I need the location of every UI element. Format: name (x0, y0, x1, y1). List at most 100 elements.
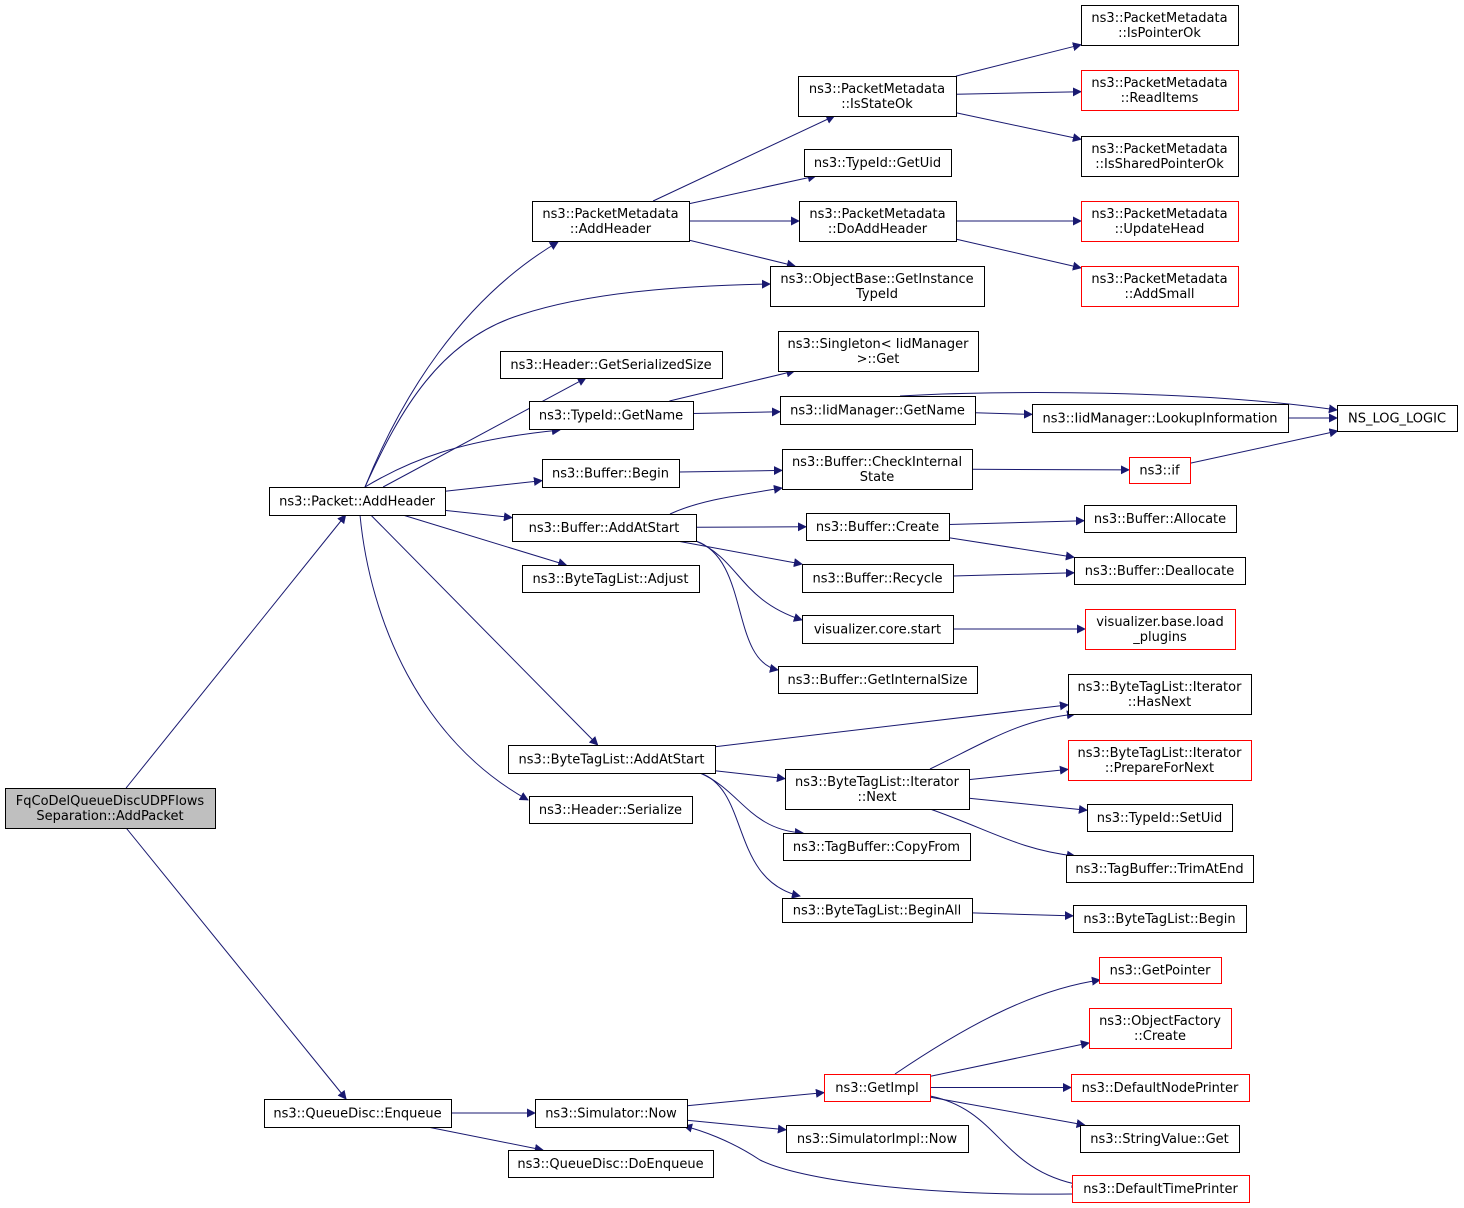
node-label: ns3::Buffer::CheckInternal (792, 455, 962, 470)
node-pm-doaddheader[interactable]: ns3::PacketMetadata::DoAddHeader (799, 201, 957, 242)
node-iid-getname[interactable]: ns3::IidManager::GetName (780, 396, 976, 425)
node-box (1074, 557, 1246, 585)
node-label: FqCoDelQueueDiscUDPFlows (16, 794, 205, 809)
edge-buf_create-to-buf_deallocate (948, 537, 1075, 561)
edge-typeid_getname-to-iid_getname (692, 407, 781, 417)
node-label: ns3::PacketMetadata (809, 207, 945, 222)
node-pm-ispointerok[interactable]: ns3::PacketMetadata::IsPointerOk (1081, 5, 1239, 46)
node-label: ns3::SimulatorImpl::Now (797, 1132, 958, 1147)
node-typeid-getname[interactable]: ns3::TypeId::GetName (529, 401, 694, 430)
node-btl-addatstart[interactable]: ns3::ByteTagList::AddAtStart (508, 745, 716, 774)
node-box (1129, 457, 1191, 484)
node-sim-now[interactable]: ns3::Simulator::Now (535, 1099, 688, 1128)
node-pkt-addheader[interactable]: ns3::Packet::AddHeader (269, 487, 446, 516)
node-buf-addatstart[interactable]: ns3::Buffer::AddAtStart (512, 514, 697, 542)
node-label: ns3::Header::GetSerializedSize (510, 358, 711, 373)
edge-btli_next-to-btli_preparefornext (968, 765, 1069, 781)
node-box (782, 898, 973, 923)
node-btl-beginall[interactable]: ns3::ByteTagList::BeginAll (782, 898, 973, 923)
node-btli-hasnext[interactable]: ns3::ByteTagList::Iterator::HasNext (1068, 674, 1252, 715)
edge-getimpl-to-getpointer (894, 976, 1101, 1075)
node-simimpl-now[interactable]: ns3::SimulatorImpl::Now (786, 1125, 969, 1153)
edge-buf_begin-to-buf_checkinternal (678, 466, 783, 476)
node-box (802, 564, 954, 593)
node-objfactory-create[interactable]: ns3::ObjectFactory::Create (1089, 1008, 1232, 1049)
node-label: ns3::TypeId::GetUid (814, 156, 941, 171)
node-getimpl[interactable]: ns3::GetImpl (824, 1074, 931, 1102)
node-btli-next[interactable]: ns3::ByteTagList::Iterator::Next (785, 769, 970, 810)
edge-pm_isstateok-to-pm_issharedpointerok (955, 112, 1082, 143)
node-buf-deallocate[interactable]: ns3::Buffer::Deallocate (1074, 557, 1246, 585)
node-pm-isstateok[interactable]: ns3::PacketMetadata::IsStateOk (798, 76, 957, 117)
node-label: ns3::if (1139, 464, 1180, 479)
edge-ns3_if-to-ns_log_logic (1189, 428, 1339, 464)
node-viz-core-start[interactable]: visualizer.core.start (802, 615, 954, 644)
edge-pkt_addheader-to-typeid_getname (364, 426, 561, 488)
node-label: NS_LOG_LOGIC (1348, 412, 1446, 427)
node-label: State (860, 470, 894, 485)
node-label: ns3::DefaultTimePrinter (1083, 1182, 1238, 1197)
node-pm-addsmall[interactable]: ns3::PacketMetadata::AddSmall (1081, 266, 1239, 307)
edge-typeid_getname-to-singleton_get (669, 368, 796, 402)
edge-pkt_addheader-to-ob_getinstancetypeid (364, 279, 771, 488)
edge-buf_addatstart-to-buf_checkinternal (669, 484, 783, 515)
node-buf-recycle[interactable]: ns3::Buffer::Recycle (802, 564, 954, 593)
node-qd-enqueue[interactable]: ns3::QueueDisc::Enqueue (264, 1099, 452, 1128)
node-btl-begin[interactable]: ns3::ByteTagList::Begin (1073, 905, 1247, 933)
node-qd-doenqueue[interactable]: ns3::QueueDisc::DoEnqueue (508, 1150, 714, 1178)
node-typeid-setuid[interactable]: ns3::TypeId::SetUid (1087, 804, 1233, 832)
node-iid-lookupinfo[interactable]: ns3::IidManager::LookupInformation (1032, 404, 1289, 433)
node-pm-updatehead[interactable]: ns3::PacketMetadata::UpdateHead (1081, 201, 1239, 242)
node-tb-trimatend[interactable]: ns3::TagBuffer::TrimAtEnd (1066, 855, 1254, 883)
edge-defaulttimeprinter-to-sim_now (683, 1123, 1073, 1195)
node-typeid-getuid[interactable]: ns3::TypeId::GetUid (804, 149, 952, 177)
edge-btli_next-to-tb_trimatend (929, 808, 1076, 860)
node-buf-allocate[interactable]: ns3::Buffer::Allocate (1084, 505, 1237, 533)
node-label: ns3::Buffer::Allocate (1094, 512, 1226, 527)
node-label: visualizer.base.load (1096, 615, 1224, 630)
node-box (1085, 609, 1236, 650)
edge-btl_addatstart-to-btl_beginall (699, 772, 801, 899)
node-pm-readitems[interactable]: ns3::PacketMetadata::ReadItems (1081, 70, 1239, 111)
node-viz-base-loadplugins[interactable]: visualizer.base.load_plugins (1085, 609, 1236, 650)
node-label: ns3::TypeId::GetName (539, 409, 683, 424)
node-label: ns3::PacketMetadata (809, 82, 945, 97)
node-btl-adjust[interactable]: ns3::ByteTagList::Adjust (522, 565, 700, 593)
node-label: ::Next (857, 790, 896, 805)
node-buf-create[interactable]: ns3::Buffer::Create (806, 513, 950, 541)
edge-pm_isstateok-to-pm_ispointerok (955, 42, 1082, 77)
node-box (529, 401, 694, 430)
node-tb-copyfrom[interactable]: ns3::TagBuffer::CopyFrom (783, 833, 971, 861)
node-stringvalue-get[interactable]: ns3::StringValue::Get (1080, 1125, 1240, 1153)
node-singleton-get[interactable]: ns3::Singleton< IidManager>::Get (778, 331, 979, 372)
node-pm-issharedpointerok[interactable]: ns3::PacketMetadata::IsSharedPointerOk (1081, 136, 1239, 177)
node-getpointer[interactable]: ns3::GetPointer (1099, 957, 1222, 984)
node-label: ns3::ByteTagList::AddAtStart (519, 753, 705, 768)
edge-getimpl-to-defaulttimeprinter (929, 1095, 1081, 1188)
node-box (532, 201, 690, 242)
node-box (512, 514, 697, 542)
node-box (508, 1150, 714, 1178)
node-defaulttimeprinter[interactable]: ns3::DefaultTimePrinter (1072, 1175, 1250, 1203)
node-label: TypeId (855, 287, 898, 302)
node-ns-log-logic[interactable]: NS_LOG_LOGIC (1337, 405, 1458, 432)
node-label: ns3::Buffer::Deallocate (1085, 564, 1234, 579)
node-defaultnodeprinter[interactable]: ns3::DefaultNodePrinter (1071, 1074, 1250, 1102)
node-buf-begin[interactable]: ns3::Buffer::Begin (542, 459, 680, 488)
node-hdr-serialize[interactable]: ns3::Header::Serialize (529, 796, 693, 824)
node-box (804, 149, 952, 177)
edge-iid_getname-to-ns_log_logic (899, 392, 1338, 414)
edge-sim_now-to-simimpl_now (686, 1119, 787, 1134)
node-root[interactable]: FqCoDelQueueDiscUDPFlowsSeparation::AddP… (5, 788, 216, 829)
node-pm-addheader[interactable]: ns3::PacketMetadata::AddHeader (532, 201, 690, 242)
node-label: ns3::PacketMetadata (1091, 142, 1227, 157)
edge-buf_create-to-buf_allocate (948, 516, 1085, 526)
node-hdr-getsersize[interactable]: ns3::Header::GetSerializedSize (500, 351, 723, 379)
node-btli-preparefornext[interactable]: ns3::ByteTagList::Iterator::PrepareForNe… (1068, 740, 1252, 781)
node-buf-getinternalsize[interactable]: ns3::Buffer::GetInternalSize (778, 666, 978, 694)
node-ns3-if[interactable]: ns3::if (1129, 457, 1191, 484)
node-box (778, 331, 979, 372)
